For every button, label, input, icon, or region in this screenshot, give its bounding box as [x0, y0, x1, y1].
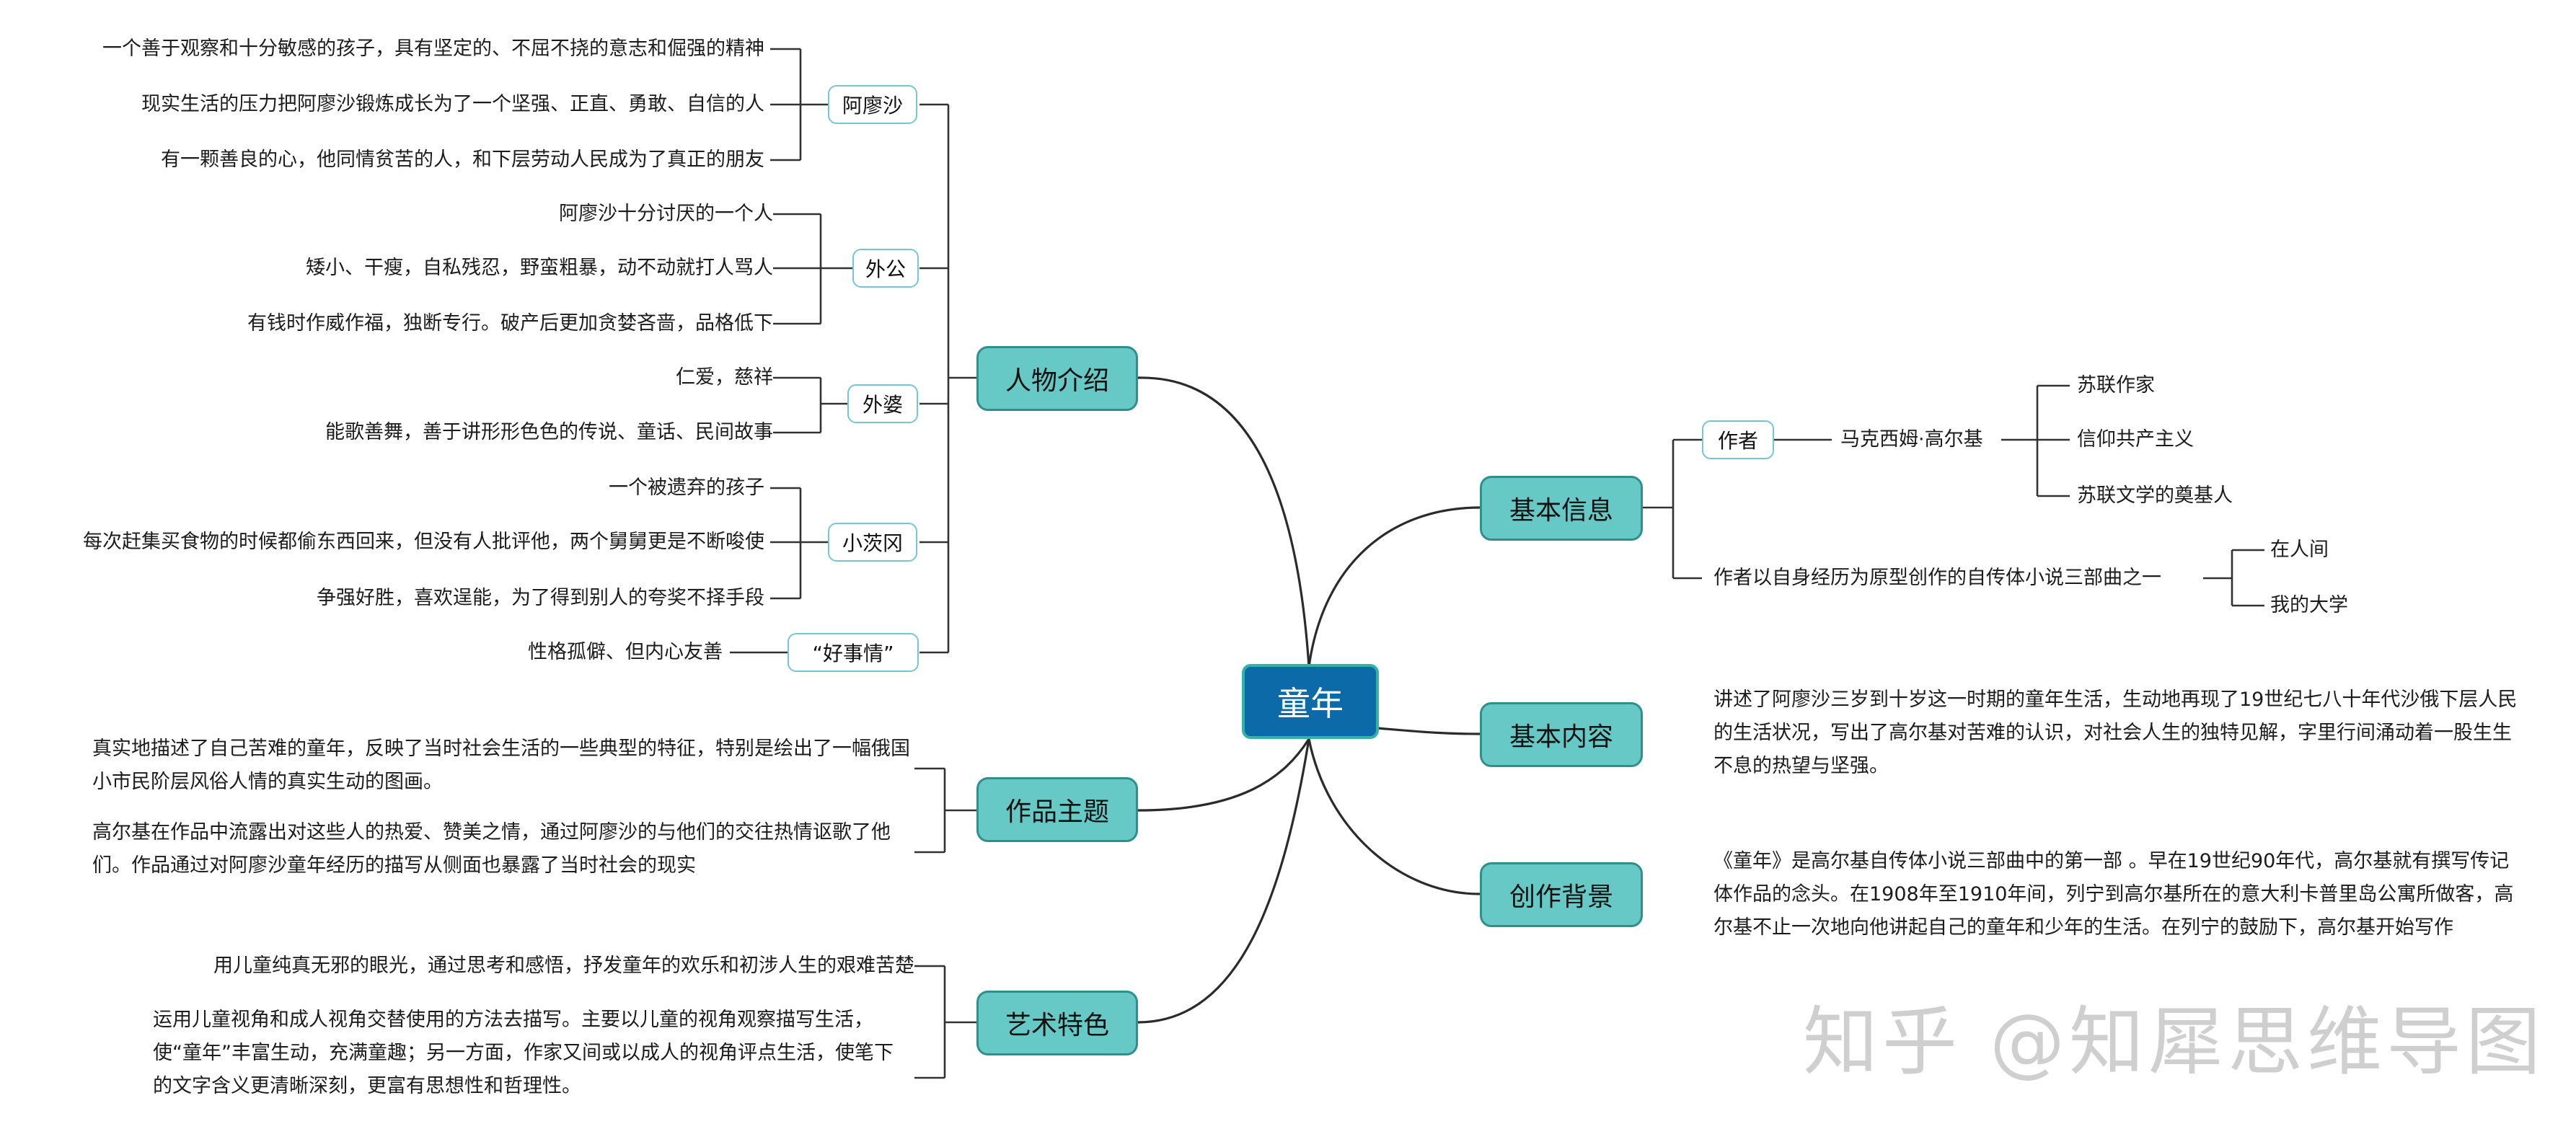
spine-basic [1643, 438, 1702, 580]
spine-characters [919, 103, 976, 654]
spine-art [914, 965, 976, 1079]
sub-goodthing[interactable]: “好事情” [788, 633, 919, 672]
branch-theme[interactable]: 作品主题 [976, 777, 1138, 842]
sub-gypsy[interactable]: 小茨冈 [828, 523, 917, 562]
connector-root-theme [1137, 738, 1310, 812]
author-trait-3: 苏联文学的奠基人 [2077, 484, 2233, 507]
spine-alyosha [770, 48, 828, 161]
gypsy-trait-1: 一个被遗弃的孩子 [609, 477, 764, 499]
watermark: 知乎 @知犀思维导图 [1803, 998, 2546, 1086]
grandpa-trait-1: 阿廖沙十分讨厌的一个人 [559, 203, 773, 225]
spine-author [1774, 384, 2070, 497]
root-node[interactable]: 童年 [1242, 664, 1379, 739]
art-text-2: 运用儿童视角和成人视角交替使用的方法去描写。主要以儿童的视角观察描写生活，使“童… [153, 1009, 894, 1097]
spine-grandpa [773, 213, 852, 325]
connector-root-background [1307, 738, 1481, 895]
sub-author[interactable]: 作者 [1702, 420, 1774, 459]
branch-characters[interactable]: 人物介绍 [976, 346, 1138, 411]
trilogy-book-2: 我的大学 [2270, 594, 2348, 616]
sub-author-label: 作者 [1717, 429, 1758, 453]
grandma-trait-2: 能歌善舞，善于讲形形色色的传说、童话、民间故事 [325, 421, 773, 443]
theme-text-1: 真实地描述了自己苦难的童年，反映了当时社会生活的一些典型的特征，特别是绘出了一幅… [92, 738, 910, 793]
sub-gypsy-label: 小茨冈 [842, 531, 903, 555]
branch-characters-label: 人物介绍 [1005, 366, 1109, 396]
trilogy-book-1: 在人间 [2270, 539, 2329, 561]
connector-root-basic [1307, 506, 1481, 668]
spine-gypsy [770, 487, 828, 600]
author-trait-1: 苏联作家 [2077, 374, 2155, 397]
root-label: 童年 [1277, 684, 1344, 723]
branch-basic-info-label: 基本信息 [1509, 496, 1613, 526]
sub-grandma[interactable]: 外婆 [847, 384, 918, 423]
content-text: 讲述了阿廖沙三岁到十岁这一时期的童年生活，生动地再现了19世纪七八十年代沙俄下层… [1713, 689, 2518, 777]
spine-trilogy [2203, 549, 2264, 607]
grandpa-trait-2: 矮小、干瘦，自私残忍，野蛮粗暴，动不动就打人骂人 [306, 257, 773, 279]
connector-root-art [1137, 738, 1310, 1024]
gypsy-trait-3: 争强好胜，喜欢逞能，为了得到别人的夸奖不择手段 [317, 587, 764, 609]
sub-grandma-label: 外婆 [862, 393, 903, 417]
branch-basic-info[interactable]: 基本信息 [1480, 476, 1643, 541]
theme-text-2: 高尔基在作品中流露出对这些人的热爱、赞美之情，通过阿廖沙的与他们的交往热情讴歌了… [92, 821, 891, 877]
spine-theme [914, 767, 976, 854]
branch-art[interactable]: 艺术特色 [976, 991, 1138, 1055]
branch-content-label: 基本内容 [1509, 722, 1613, 752]
sub-grandpa-label: 外公 [865, 257, 906, 281]
branch-content[interactable]: 基本内容 [1480, 702, 1643, 767]
sub-grandpa[interactable]: 外公 [852, 249, 919, 288]
trilogy-text: 作者以自身经历为原型创作的自传体小说三部曲之一 [1713, 567, 2161, 589]
art-text-1: 用儿童纯真无邪的眼光，通过思考和感悟，抒发童年的欢乐和初涉人生的艰难苦楚 [213, 955, 914, 977]
branch-background-label: 创作背景 [1509, 882, 1613, 912]
branch-background[interactable]: 创作背景 [1480, 862, 1643, 927]
grandma-trait-1: 仁爱，慈祥 [676, 366, 773, 389]
branch-theme-label: 作品主题 [1005, 797, 1109, 827]
alyosha-trait-1: 一个善于观察和十分敏感的孩子，具有坚定的、不屈不挠的意志和倔强的精神 [102, 37, 764, 60]
connector-root-content [1377, 727, 1481, 735]
sub-alyosha[interactable]: 阿廖沙 [828, 85, 917, 124]
spine-grandma [773, 376, 847, 434]
author-trait-2: 信仰共产主义 [2077, 428, 2194, 451]
branch-art-label: 艺术特色 [1005, 1011, 1109, 1040]
gypsy-trait-2: 每次赶集买食物的时候都偷东西回来，但没有人批评他，两个舅舅更是不断唆使 [83, 531, 764, 553]
alyosha-trait-3: 有一颗善良的心，他同情贫苦的人，和下层劳动人民成为了真正的朋友 [161, 149, 764, 171]
alyosha-trait-2: 现实生活的压力把阿廖沙锻炼成长为了一个坚强、正直、勇敢、自信的人 [141, 93, 764, 115]
sub-goodthing-label: “好事情” [812, 642, 894, 665]
connector-root-characters [1137, 376, 1310, 668]
background-text: 《童年》是高尔基自传体小说三部曲中的第一部 。早在19世纪90年代，高尔基就有撰… [1713, 850, 2514, 939]
author-name: 马克西姆·高尔基 [1840, 428, 1983, 451]
goodthing-trait-1: 性格孤僻、但内心友善 [528, 641, 723, 663]
grandpa-trait-3: 有钱时作威作福，独断专行。破产后更加贪婪吝啬，品格低下 [247, 312, 773, 335]
sub-alyosha-label: 阿廖沙 [842, 94, 903, 118]
